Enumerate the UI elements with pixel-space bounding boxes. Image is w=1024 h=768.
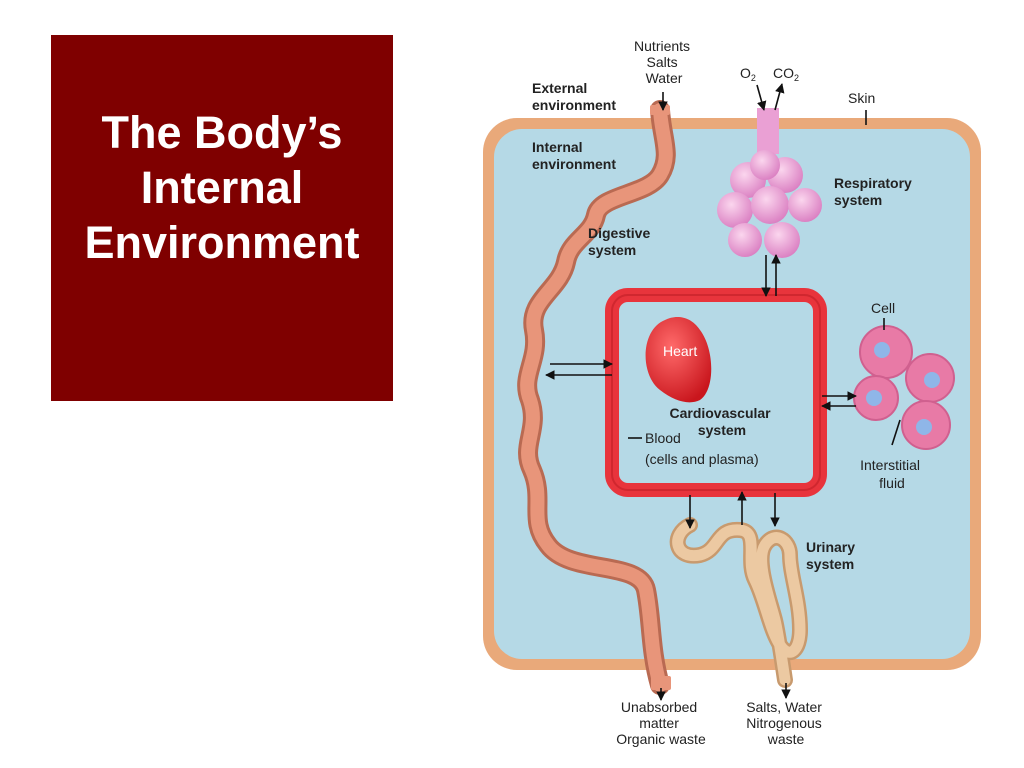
o2-label: O2: [740, 65, 756, 83]
digestive-tract: [517, 100, 676, 695]
unabsorbed-matter-label: Unabsorbed matter Organic waste: [616, 699, 706, 747]
heart-label: Heart: [663, 343, 697, 359]
exchange-arrows: [545, 83, 901, 701]
heart: [645, 317, 712, 403]
external-environment-label: External environment: [532, 80, 616, 113]
co2-label: CO2: [773, 65, 799, 83]
cell-label: Cell: [871, 300, 895, 316]
salts-water-waste-label: Salts, Water Nitrogenous waste: [746, 699, 826, 747]
urinary-tubes: [669, 517, 809, 688]
interstitial-fluid-label: Interstitial fluid: [860, 457, 924, 491]
interstitial-fluid-area: [494, 129, 970, 659]
blood-label: Blood (cells and plasma): [645, 430, 759, 467]
title-box: The Body’s Internal Environment: [51, 35, 393, 401]
respiratory-system-label: Respiratory system: [834, 175, 916, 208]
body-cells: [853, 325, 955, 450]
internal-environment-label: Internal environment: [532, 139, 616, 172]
skin-label: Skin: [848, 90, 875, 106]
lungs: [717, 108, 822, 258]
slide-title: The Body’s Internal Environment: [84, 106, 360, 268]
cardiovascular-system-label: Cardiovascular system: [669, 405, 774, 438]
urinary-system-label: Urinary system: [806, 539, 859, 572]
digestive-system-label: Digestive system: [588, 225, 654, 258]
nutrients-label: Nutrients Salts Water: [634, 38, 694, 86]
